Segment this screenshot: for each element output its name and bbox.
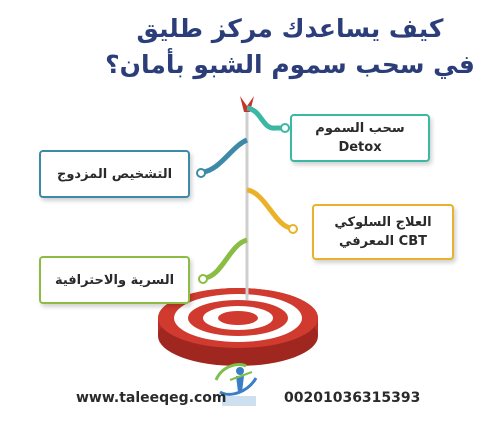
- node-privacy: [198, 274, 208, 284]
- card-cbt-line-2: CBT المعرفي: [339, 234, 427, 249]
- node-detox: [280, 123, 290, 133]
- connector-detox: [246, 105, 286, 131]
- connector-cbt: [246, 187, 293, 231]
- phone-number: 00201036315393: [284, 390, 421, 406]
- card-dual-diagnosis-label: التشخيص المزدوج: [56, 166, 173, 182]
- node-cbt: [288, 224, 298, 234]
- page-title-line-1: كيف يساعدك مركز طليق: [136, 14, 444, 43]
- card-cbt: العلاج السلوكي CBT المعرفي: [312, 204, 454, 260]
- card-detox-line-2: Detox: [338, 140, 382, 155]
- card-detox: سحب السموم Detox: [290, 114, 430, 162]
- node-diagnosis: [196, 168, 206, 178]
- page-title-line-2: في سحب سموم الشبو بأمان؟: [105, 50, 475, 79]
- card-privacy: السرية والاحترافية: [39, 256, 190, 304]
- connector-privacy: [204, 237, 248, 281]
- connector-diagnosis: [202, 137, 249, 175]
- card-privacy-label: السرية والاحترافية: [54, 272, 175, 288]
- card-dual-diagnosis: التشخيص المزدوج: [39, 150, 190, 198]
- card-detox-line-1: سحب السموم: [315, 121, 405, 136]
- card-cbt-line-1: العلاج السلوكي: [334, 215, 432, 230]
- website-url: www.taleeqeg.com: [76, 390, 227, 406]
- target-icon: [158, 288, 318, 366]
- taleeq-logo-icon: [214, 363, 258, 406]
